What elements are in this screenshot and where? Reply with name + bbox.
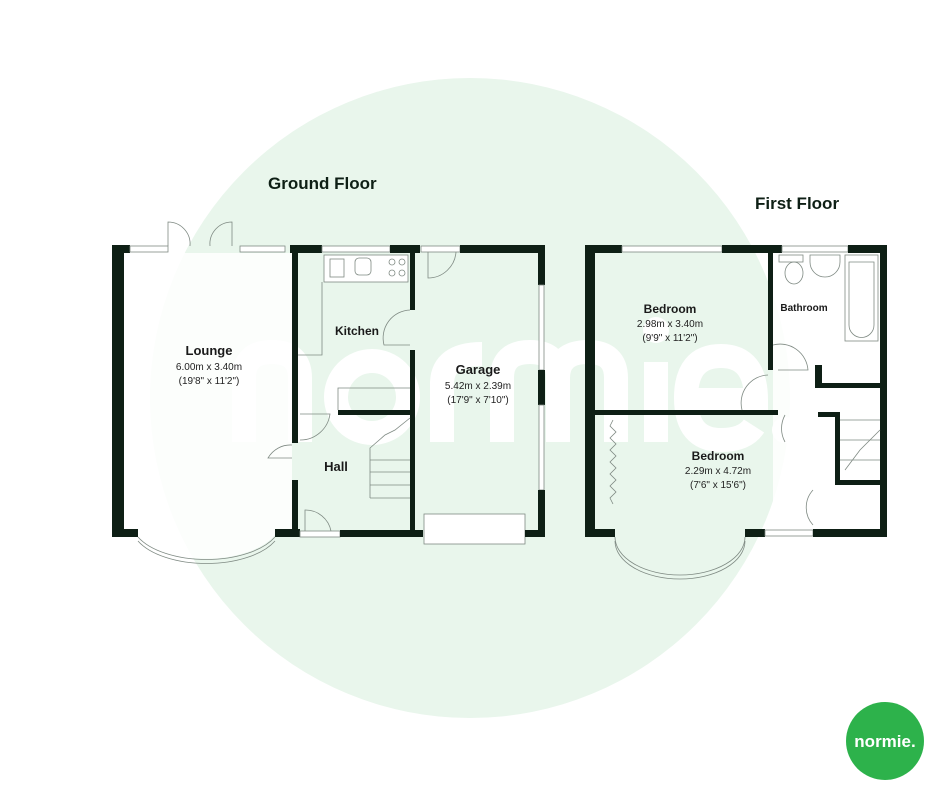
room-name-garage: Garage	[456, 362, 501, 377]
room-name-bedroom-2: Bedroom	[692, 449, 745, 463]
room-dims-metric-bedroom-2: 2.29m x 4.72m	[685, 466, 751, 477]
first-floor-plan: Bedroom 2.98m x 3.40m (9'9" x 11'2") Bat…	[585, 245, 887, 580]
room-name-hall: Hall	[324, 459, 348, 474]
logo-text: normie.	[854, 732, 915, 751]
room-name-lounge: Lounge	[186, 343, 233, 358]
watermark-circle	[150, 78, 790, 718]
room-name-kitchen: Kitchen	[335, 324, 379, 338]
ground-floor-title: Ground Floor	[268, 174, 377, 193]
first-floor-title: First Floor	[755, 194, 839, 213]
room-name-bathroom: Bathroom	[780, 303, 827, 314]
room-dims-metric-bedroom-1: 2.98m x 3.40m	[637, 319, 703, 330]
room-dims-imperial-bedroom-2: (7'6" x 15'6")	[690, 480, 746, 491]
normie-logo: normie.	[846, 702, 924, 780]
room-dims-imperial-bedroom-1: (9'9" x 11'2")	[642, 333, 697, 344]
room-dims-metric-lounge: 6.00m x 3.40m	[176, 362, 242, 373]
room-dims-imperial-garage: (17'9" x 7'10")	[447, 395, 509, 406]
room-name-bedroom-1: Bedroom	[644, 302, 697, 316]
room-dims-metric-garage: 5.42m x 2.39m	[445, 381, 511, 392]
room-dims-imperial-lounge: (19'8" x 11'2")	[179, 376, 240, 387]
ground-floor-plan: Lounge 6.00m x 3.40m (19'8" x 11'2") Kit…	[112, 221, 545, 564]
